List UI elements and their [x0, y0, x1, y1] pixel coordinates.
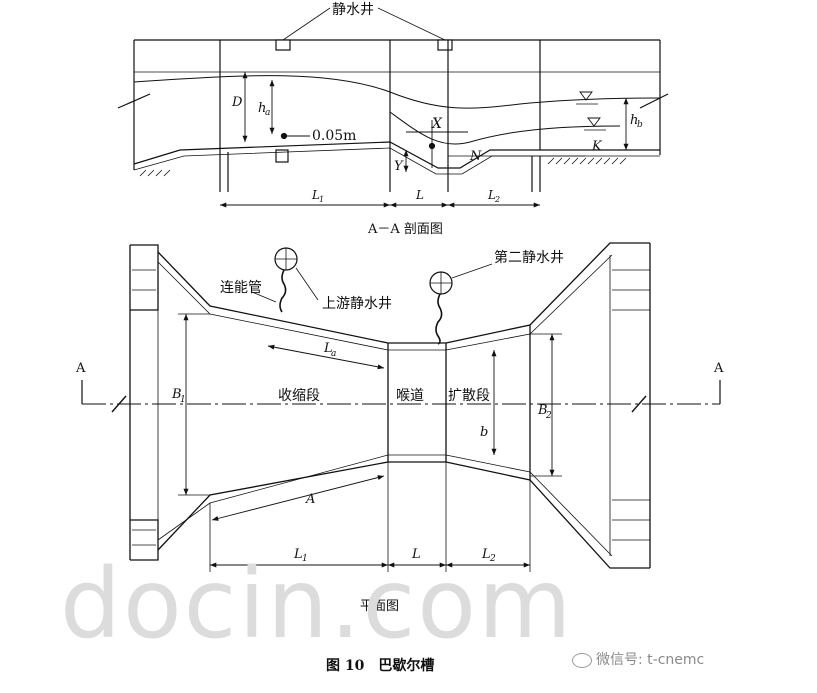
zone-contraction: 收缩段 — [278, 388, 320, 404]
dim-ha-label: h — [258, 101, 266, 116]
zone-diverging: 扩散段 — [448, 388, 490, 404]
label-pipe: 连能管 — [220, 280, 262, 296]
label-A-dim: A — [305, 492, 315, 507]
label-X: X — [431, 116, 443, 132]
section-mark-left: A — [75, 361, 86, 376]
plan-dim-L2: L — [481, 547, 491, 562]
label-K: K — [591, 139, 603, 154]
label-La: L — [323, 341, 333, 356]
section-mark-right: A — [713, 361, 724, 376]
section-top-label: 静水井 — [332, 2, 374, 18]
dim-hb-label: h — [630, 113, 638, 128]
label-B2: B — [537, 403, 548, 418]
sec-dim-L1-sub: 1 — [319, 195, 324, 204]
label-Y: Y — [394, 159, 404, 174]
wechat-id: 微信号: t-cnemc — [572, 649, 704, 669]
sec-dim-L2-sub: 2 — [494, 195, 500, 204]
plan-view — [81, 242, 721, 572]
second-well-cap — [437, 39, 453, 51]
wechat-id-text: 微信号: t-cnemc — [596, 652, 705, 668]
sec-dim-L2: L — [487, 188, 496, 202]
label-second-well: 第二静水井 — [494, 249, 564, 266]
label-La-sub: a — [331, 349, 336, 359]
label-b: b — [480, 425, 488, 440]
label-B2-sub: 2 — [545, 411, 552, 421]
plan-dim-L: L — [411, 547, 421, 562]
figure-caption: 图 10 巴歇尔槽 — [326, 657, 434, 674]
dim-hb-sub: b — [637, 120, 643, 130]
label-upstream-well: 上游静水井 — [322, 296, 392, 312]
label-B1: B — [171, 387, 182, 402]
dim-005-label: 0.05m — [312, 128, 356, 144]
plan-dim-L2-sub: 2 — [489, 554, 496, 564]
upstream-well-cap — [275, 39, 291, 51]
zone-throat: 喉道 — [396, 388, 424, 404]
label-B1-sub: 1 — [180, 395, 186, 405]
sec-dim-L1: L — [311, 188, 320, 202]
label-N: N — [469, 149, 482, 164]
section-view — [117, 7, 669, 208]
section-title: A－A 剖面图 — [367, 222, 443, 237]
dim-ha-sub: a — [265, 108, 270, 118]
dim-D-label: D — [231, 95, 243, 110]
plan-dim-L1: L — [293, 547, 303, 562]
sec-dim-L: L — [415, 188, 424, 202]
wechat-icon — [572, 652, 592, 668]
plan-title: 平面图 — [360, 599, 399, 614]
plan-dim-L1-sub: 1 — [302, 554, 308, 564]
